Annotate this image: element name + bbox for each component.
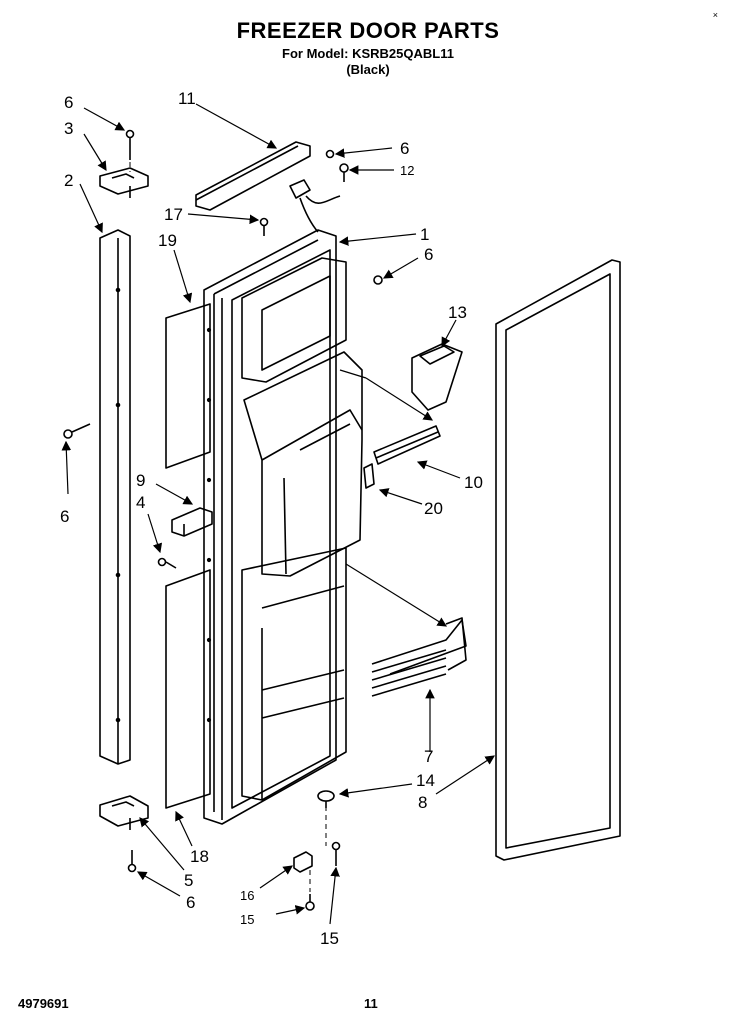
- callout-6-bottom: 6: [186, 893, 195, 912]
- leader-lines: [61, 103, 496, 925]
- screw-6-left: [63, 423, 91, 439]
- callout-12: 12: [400, 163, 414, 178]
- top-hinge: [99, 167, 149, 198]
- screw-6-upper-right: [325, 149, 335, 159]
- callout-3: 3: [64, 119, 73, 138]
- callout-11: 11: [178, 89, 196, 108]
- callout-6-door-right: 6: [424, 245, 433, 264]
- callout-6-upper-right: 6: [400, 139, 409, 158]
- door-gasket: [495, 259, 621, 861]
- screw-17: [259, 217, 269, 236]
- page-number: 11: [364, 996, 378, 1011]
- callout-15-right: 15: [320, 929, 339, 948]
- callout-4: 4: [136, 493, 145, 512]
- callout-5: 5: [184, 871, 193, 890]
- screw-6-door-right: [373, 275, 383, 285]
- callout-19: 19: [158, 231, 177, 250]
- callout-14: 14: [416, 771, 435, 790]
- bottom-hinge: [99, 795, 149, 830]
- screw-4: [157, 557, 177, 569]
- page-title: FREEZER DOOR PARTS: [236, 18, 500, 43]
- door-shelf-rails: [371, 617, 467, 697]
- screw-15-left: [305, 894, 315, 911]
- upper-insulation-panel: [165, 303, 211, 469]
- color-line: (Black): [346, 62, 390, 77]
- screw-6-bottom: [127, 850, 137, 873]
- dispenser-trim: [373, 425, 441, 465]
- alignment-lines: [129, 162, 327, 892]
- hinge-pin-block: [293, 851, 313, 873]
- hinge-bushing: [317, 790, 335, 808]
- corner-mark: ×: [712, 10, 718, 20]
- callout-10: 10: [464, 473, 483, 492]
- callout-13: 13: [448, 303, 467, 322]
- freezer-door: [203, 229, 363, 825]
- lower-insulation-panel: [165, 569, 211, 809]
- top-trim: [195, 141, 311, 211]
- callout-9: 9: [136, 471, 145, 490]
- ice-chute: [411, 343, 463, 411]
- screw-6-top: [125, 129, 135, 160]
- callout-15-left: 15: [240, 912, 254, 927]
- callout-7: 7: [424, 747, 433, 766]
- callout-20: 20: [424, 499, 443, 518]
- callout-6-top: 6: [64, 93, 73, 112]
- screw-12: [339, 163, 349, 182]
- wiring-harness: [289, 179, 341, 233]
- bracket: [171, 507, 213, 537]
- callout-16: 16: [240, 888, 254, 903]
- document-number: 4979691: [18, 996, 69, 1011]
- callout-17: 17: [164, 205, 183, 224]
- callout-1: 1: [420, 225, 429, 244]
- model-line: For Model: KSRB25QABL11: [282, 46, 454, 61]
- callout-6-left: 6: [60, 507, 69, 526]
- left-trim-strip: [99, 229, 131, 765]
- callout-8: 8: [418, 793, 427, 812]
- trim-clip: [363, 463, 375, 489]
- screw-15-right: [331, 841, 341, 866]
- callout-2: 2: [64, 171, 73, 190]
- callout-18: 18: [190, 847, 209, 866]
